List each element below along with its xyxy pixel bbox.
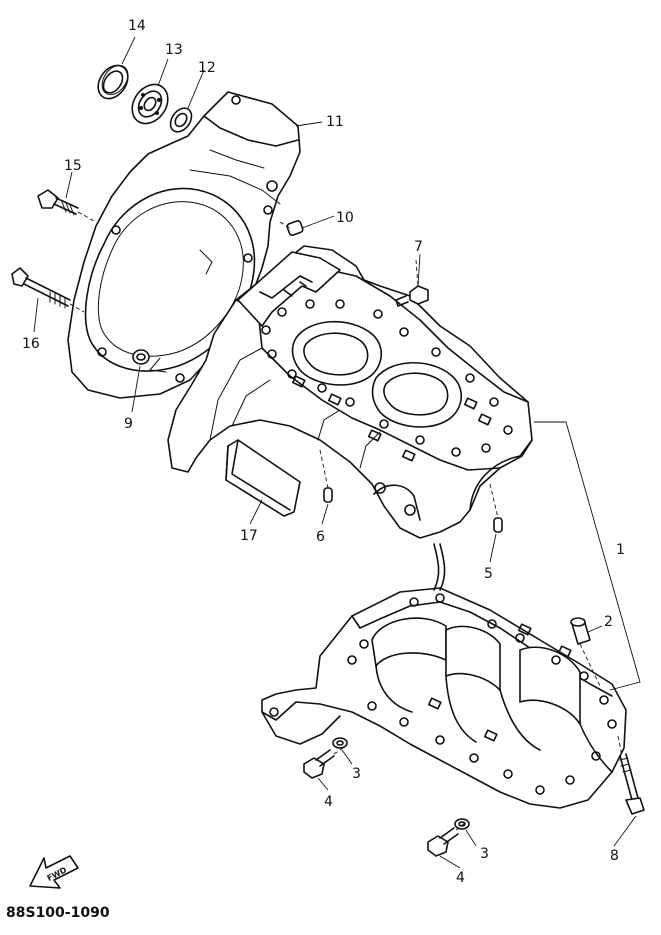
callout-16: 16 bbox=[22, 336, 40, 352]
dowel-pin-part[interactable] bbox=[319, 449, 333, 503]
bearing-part[interactable] bbox=[125, 78, 175, 131]
lower-crankcase-part[interactable] bbox=[261, 543, 627, 809]
callout-7: 7 bbox=[414, 239, 423, 255]
callout-1: 1 bbox=[616, 542, 625, 558]
bolt-part[interactable] bbox=[427, 821, 467, 857]
callout-17: 17 bbox=[240, 528, 258, 544]
callout-2: 2 bbox=[604, 614, 613, 630]
forward-arrow-icon: FWD bbox=[29, 855, 79, 889]
dowel-pin-part[interactable] bbox=[279, 220, 304, 236]
callout-6: 6 bbox=[316, 529, 325, 545]
callout-labels: 14 13 12 11 15 10 7 16 9 17 6 5 1 2 3 4 … bbox=[22, 18, 625, 886]
callout-4-lower: 4 bbox=[456, 870, 465, 886]
callout-8: 8 bbox=[610, 848, 619, 864]
dowel-pin-part[interactable] bbox=[489, 483, 503, 533]
callout-13: 13 bbox=[165, 42, 183, 58]
callout-15: 15 bbox=[64, 158, 82, 174]
long-bolt-part[interactable] bbox=[11, 267, 85, 313]
upper-crankcase-part[interactable] bbox=[167, 245, 533, 539]
callout-5: 5 bbox=[484, 566, 493, 582]
bolt-part[interactable] bbox=[303, 745, 347, 779]
callout-9: 9 bbox=[124, 416, 133, 432]
bolt-part[interactable] bbox=[37, 189, 97, 223]
seal-ring-part[interactable] bbox=[166, 104, 196, 136]
long-bolt-part[interactable] bbox=[617, 735, 645, 815]
dowel-pin-part[interactable] bbox=[132, 349, 150, 365]
callout-4-upper: 4 bbox=[324, 794, 333, 810]
oil-seal-part[interactable] bbox=[92, 60, 134, 104]
dowel-pin-part[interactable] bbox=[570, 617, 601, 687]
gasket-plate-part[interactable] bbox=[225, 439, 301, 517]
diagram-part-code: 88S100-1090 bbox=[6, 905, 110, 921]
callout-3-upper: 3 bbox=[352, 766, 361, 782]
leader-lines bbox=[33, 36, 641, 869]
crankcase-cover-part[interactable] bbox=[67, 91, 301, 399]
washer-part[interactable] bbox=[332, 737, 348, 749]
callout-3-lower: 3 bbox=[480, 846, 489, 862]
washer-part[interactable] bbox=[454, 818, 470, 830]
callout-12: 12 bbox=[198, 60, 216, 76]
callout-11: 11 bbox=[326, 114, 344, 130]
callout-10: 10 bbox=[336, 210, 354, 226]
callout-14: 14 bbox=[128, 18, 146, 34]
